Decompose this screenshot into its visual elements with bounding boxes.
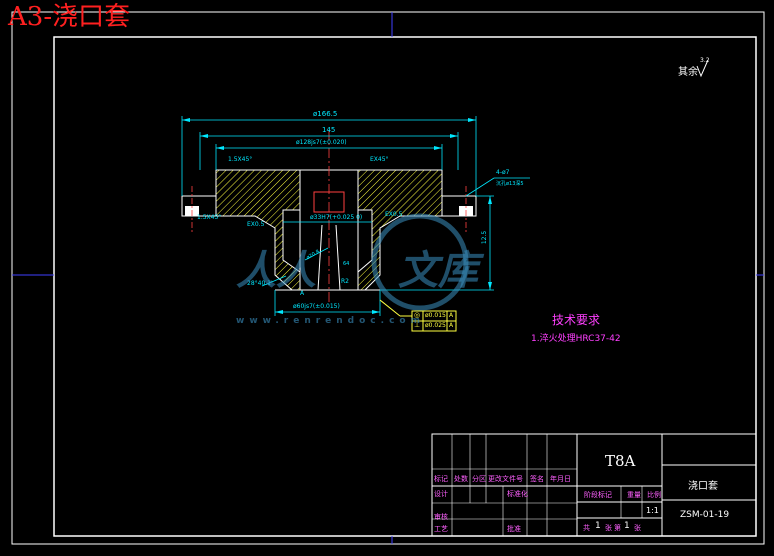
dim-holes-count: 4-ø7 [496,169,510,176]
tolerance-2-value: ø0.025 [425,322,446,329]
tolerance-2-symbol: ⊥ [414,321,421,329]
tb-sheet-total: 1 [595,521,601,531]
tb-process: 工艺 [434,525,448,533]
tolerance-1-symbol: ◎ [414,311,421,319]
sheet-title: A3-浇口套 [8,2,131,32]
tb-standard: 标准化 [507,490,528,498]
inner-frame [53,36,757,537]
tolerance-1-datum: A [449,312,454,319]
leader-small [304,247,329,261]
dim-l-mark: 64 [343,261,350,267]
tb-approve: 批准 [507,525,521,533]
title-block [431,433,757,537]
tb-sheet-total-unit: 张 [605,524,612,532]
dim-r-mark: R2 [341,278,349,285]
surface-note: 其余 [678,67,698,78]
title-material: T8A [605,452,636,470]
flange-right [441,195,477,217]
outer-border [11,11,765,545]
tolerance-2-datum: A [449,322,454,329]
title-drawing-no: ZSM-01-19 [680,510,730,520]
tb-sheet-no-label: 第 [614,524,621,532]
dim-overall-dia: ø166.5 [313,110,338,118]
watermark-right-text: 文库 [398,248,478,294]
watermark-left-text: 人人 [236,248,316,294]
surface-roughness-value: 3.2 [700,57,710,64]
leader-holes [465,177,495,197]
dim-chamfer-right-top: EX45° [370,156,389,163]
nozzle-line-2 [335,224,341,291]
tb-header-5: 签名 [530,475,544,483]
tb-header-1: 标记 [434,475,448,483]
dim-ex-left: EX0.5 [247,221,265,228]
dim-ex-right: EX0.5 [385,211,403,218]
tb-header-4: 更改文件号 [488,475,523,483]
dim-60: ø60js7(±0.015) [293,303,340,310]
tb-sheet-no: 1 [624,521,630,531]
watermark-url: www.renrendoc.com [236,316,425,326]
tech-requirements-title: 技术要求 [552,313,601,327]
tb-header-6: 年月日 [550,475,571,483]
tb-design: 设计 [434,490,448,498]
tolerance-1-value: ø0.015 [425,312,446,319]
dim-chamfer-left-top: 1.5X45° [228,156,253,163]
roughness-symbol [696,59,709,78]
tb-weight: 重量 [627,491,641,499]
tolerance-frame-2 [411,320,457,332]
tb-sheet-no-unit: 张 [634,524,641,532]
nozzle-line-1 [317,224,323,291]
title-scale: 1:1 [646,506,659,515]
dim-angle: 28°40.1' [247,280,273,287]
leader-angle [261,275,287,287]
tb-header-2: 处数 [454,475,468,483]
watermark [371,213,469,311]
tech-requirements-item: 1.淬火处理HRC37-42 [531,334,621,344]
dim-height: 12.5 [481,230,489,245]
tb-sheet-total-label: 共 [583,524,590,532]
dim-bore: ø33H7(+0.025 0) [310,214,363,221]
tb-stage-mark: 阶段标记 [584,491,612,499]
title-part-name: 浇口套 [688,481,718,492]
tb-header-3: 分区 [472,475,486,483]
dim-chamfer-left-bottom: 1.5X45° [197,214,222,221]
dim-128: ø128js7(±0.020) [296,139,347,146]
dim-145: 145 [322,126,336,134]
tb-review: 审核 [434,513,448,521]
dim-small-a: A [300,290,305,297]
tb-scale-label: 比例 [647,491,661,499]
dim-holes-cb: 沉孔ø13深5 [496,181,524,187]
